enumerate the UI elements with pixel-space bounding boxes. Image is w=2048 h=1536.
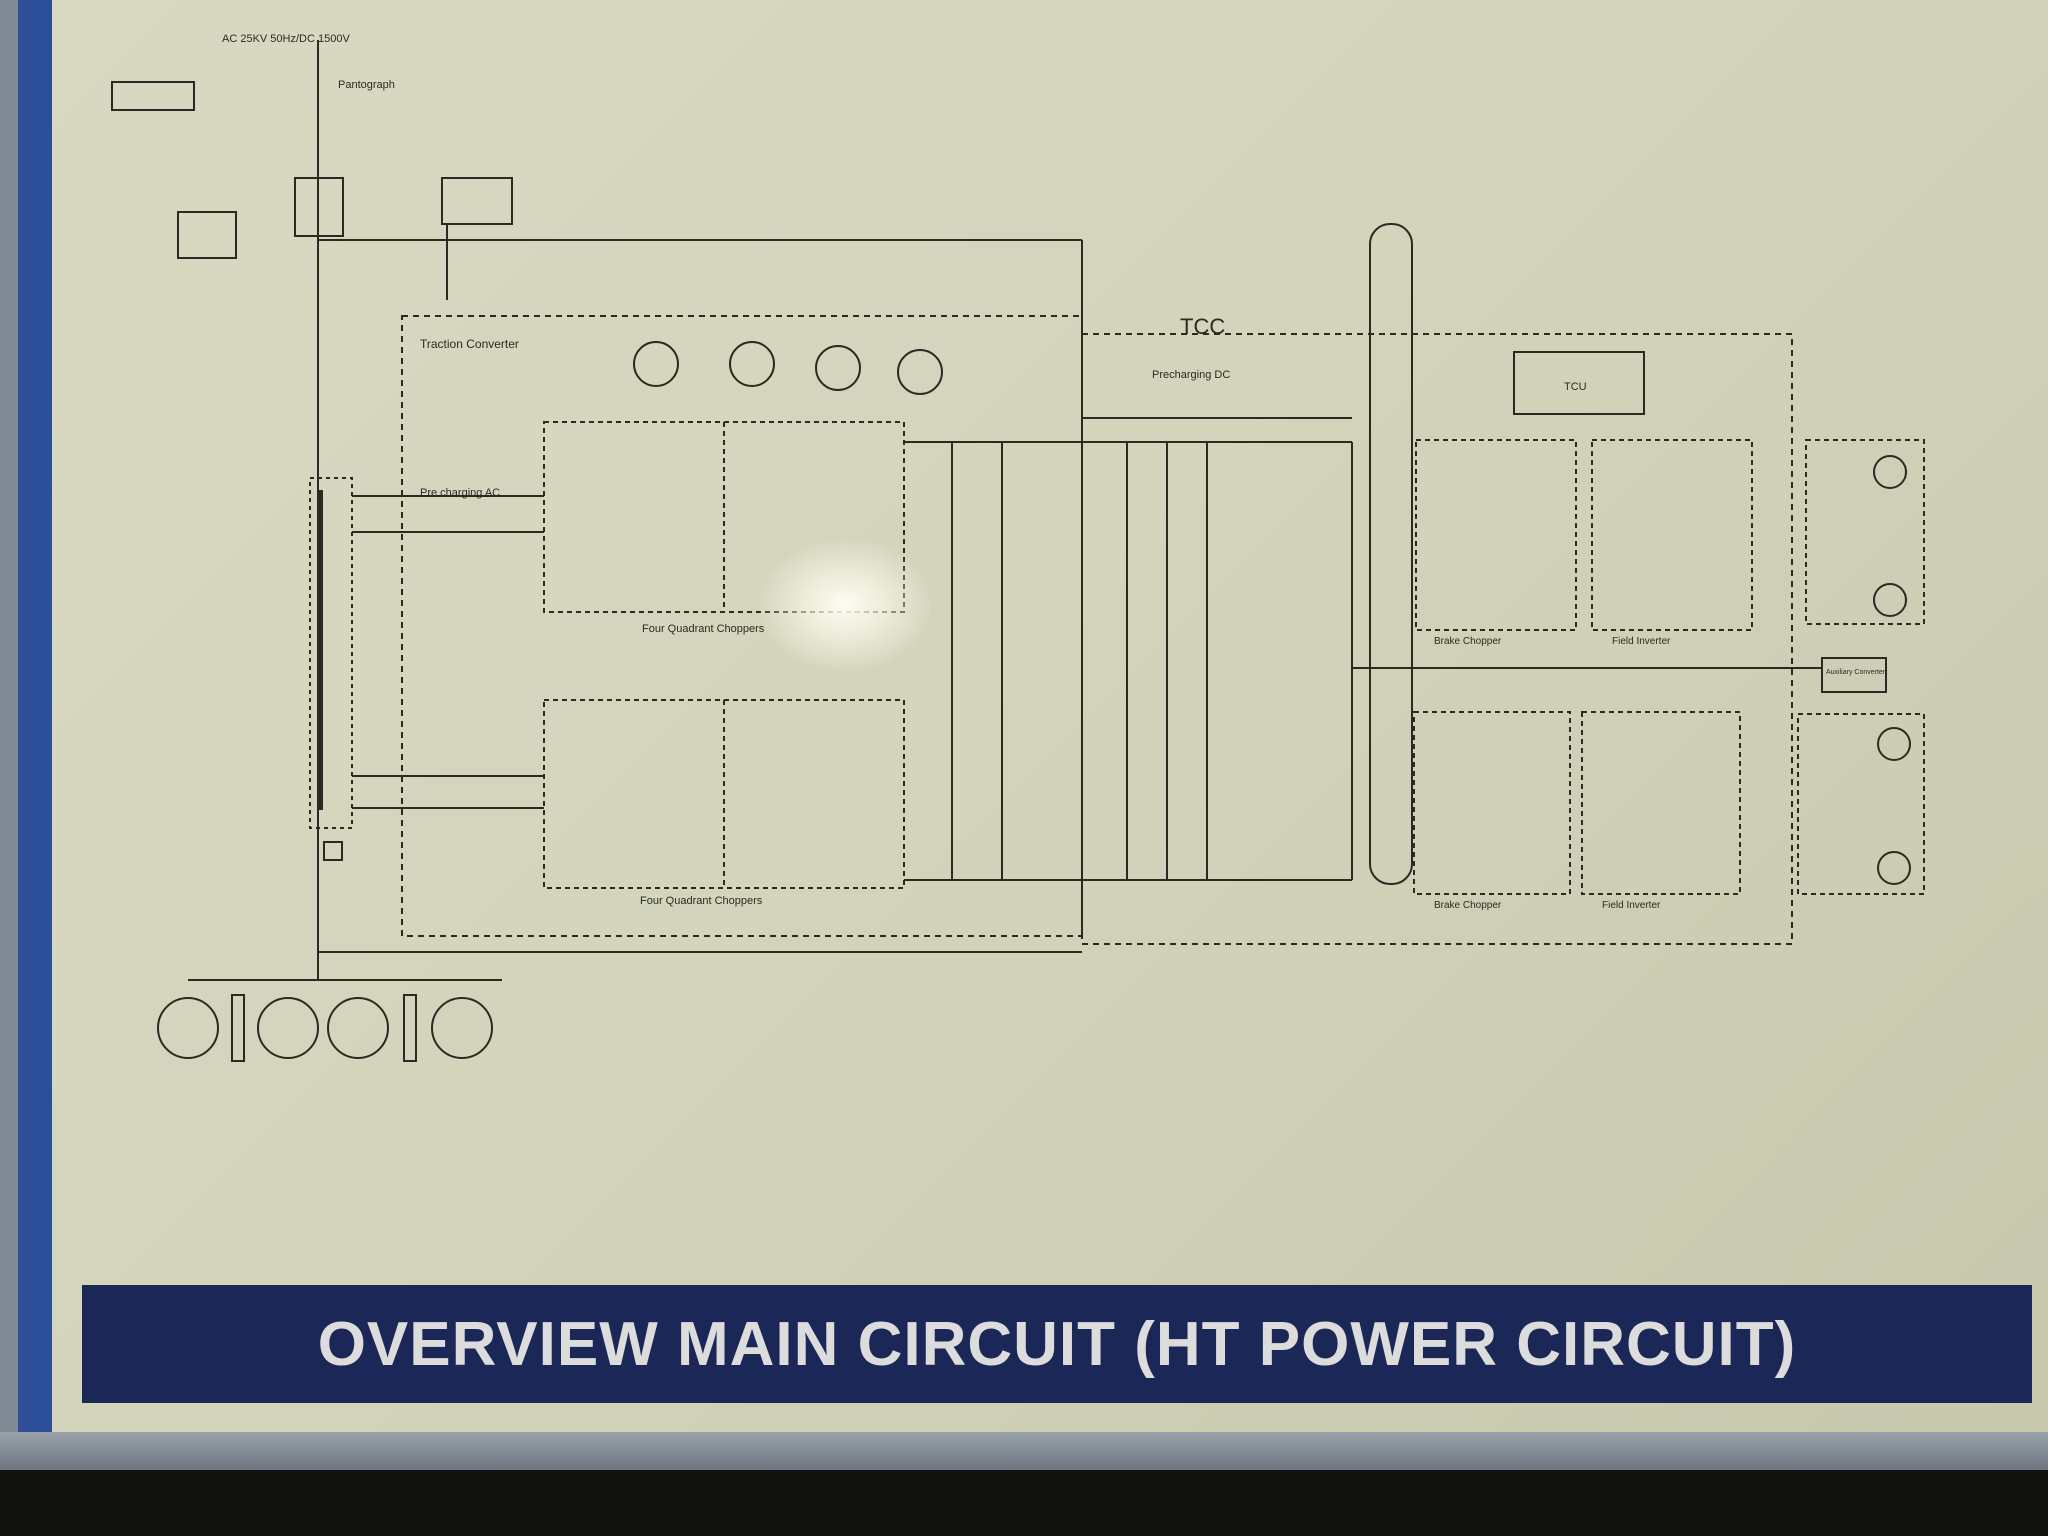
return-current-sensor xyxy=(323,841,343,861)
tcc-box xyxy=(1081,333,1793,945)
braking-resistor-column xyxy=(1369,223,1413,885)
tcu-label: TCU xyxy=(1564,381,1587,393)
traction-converter-label: Traction Converter xyxy=(420,337,519,351)
auxiliary-converter-box xyxy=(1821,657,1887,693)
pre-charging-ac-label: Pre charging AC xyxy=(420,487,500,499)
banner-title: OVERVIEW MAIN CIRCUIT (HT POWER CIRCUIT) xyxy=(317,1309,1797,1379)
title-banner: OVERVIEW MAIN CIRCUIT (HT POWER CIRCUIT) xyxy=(82,1285,2032,1403)
traction-motor-1 xyxy=(1873,455,1907,489)
earthing-switch xyxy=(441,177,513,225)
traction-motor-3 xyxy=(1877,727,1911,761)
traction-motor-2 xyxy=(1873,583,1907,617)
precharging-dc-label: Precharging DC xyxy=(1152,369,1230,381)
bottom-resistor-2 xyxy=(403,994,417,1062)
brake-chopper-lower-box xyxy=(1413,711,1571,895)
brake-chopper-lower-label: Brake Chopper xyxy=(1434,900,1502,911)
tcc-label: TCC xyxy=(1180,314,1225,339)
bottom-resistor-1 xyxy=(231,994,245,1062)
bottom-motor-2 xyxy=(257,997,319,1059)
auxiliary-converter-label: Auxiliary Converter xyxy=(1826,669,1886,676)
blower-motor-3 xyxy=(815,345,861,391)
voltage-sensor-box xyxy=(177,211,237,259)
blower-motor-4 xyxy=(897,349,943,395)
bottom-motor-3 xyxy=(327,997,389,1059)
frame-bottom-rail xyxy=(0,1432,2048,1470)
field-inverter-upper-label: Field Inverter xyxy=(1612,636,1671,647)
ac-dc-change-switch xyxy=(294,177,344,237)
tcu-box xyxy=(1513,351,1645,415)
pantograph-label: Pantograph xyxy=(338,79,395,91)
field-inverter-upper-box xyxy=(1591,439,1753,631)
brake-chopper-upper-label: Brake Chopper xyxy=(1434,636,1502,647)
bottom-motor-1 xyxy=(157,997,219,1059)
bottom-motor-4 xyxy=(431,997,493,1059)
traction-motor-4 xyxy=(1877,851,1911,885)
main-transformer xyxy=(309,477,353,829)
wall-shadow xyxy=(0,1470,2048,1536)
supply-label: AC 25KV 50Hz/DC 1500V xyxy=(222,33,350,45)
traction-motor-group-lower xyxy=(1797,713,1925,895)
brake-chopper-upper-box xyxy=(1415,439,1577,631)
line-voltage-box xyxy=(111,81,195,111)
circuit-diagram: AC 25KV 50Hz/DC 1500V Pantograph TCC Tra… xyxy=(111,33,1925,1062)
blower-motor-2 xyxy=(729,341,775,387)
four-quadrant-upper-label: Four Quadrant Choppers xyxy=(642,623,765,635)
field-inverter-lower-box xyxy=(1581,711,1741,895)
field-inverter-lower-label: Field Inverter xyxy=(1602,900,1661,911)
frame-blue-edge xyxy=(18,0,58,1440)
four-quadrant-lower-label: Four Quadrant Choppers xyxy=(640,895,763,907)
blower-motor-1 xyxy=(633,341,679,387)
traction-motor-group-upper xyxy=(1805,439,1925,625)
